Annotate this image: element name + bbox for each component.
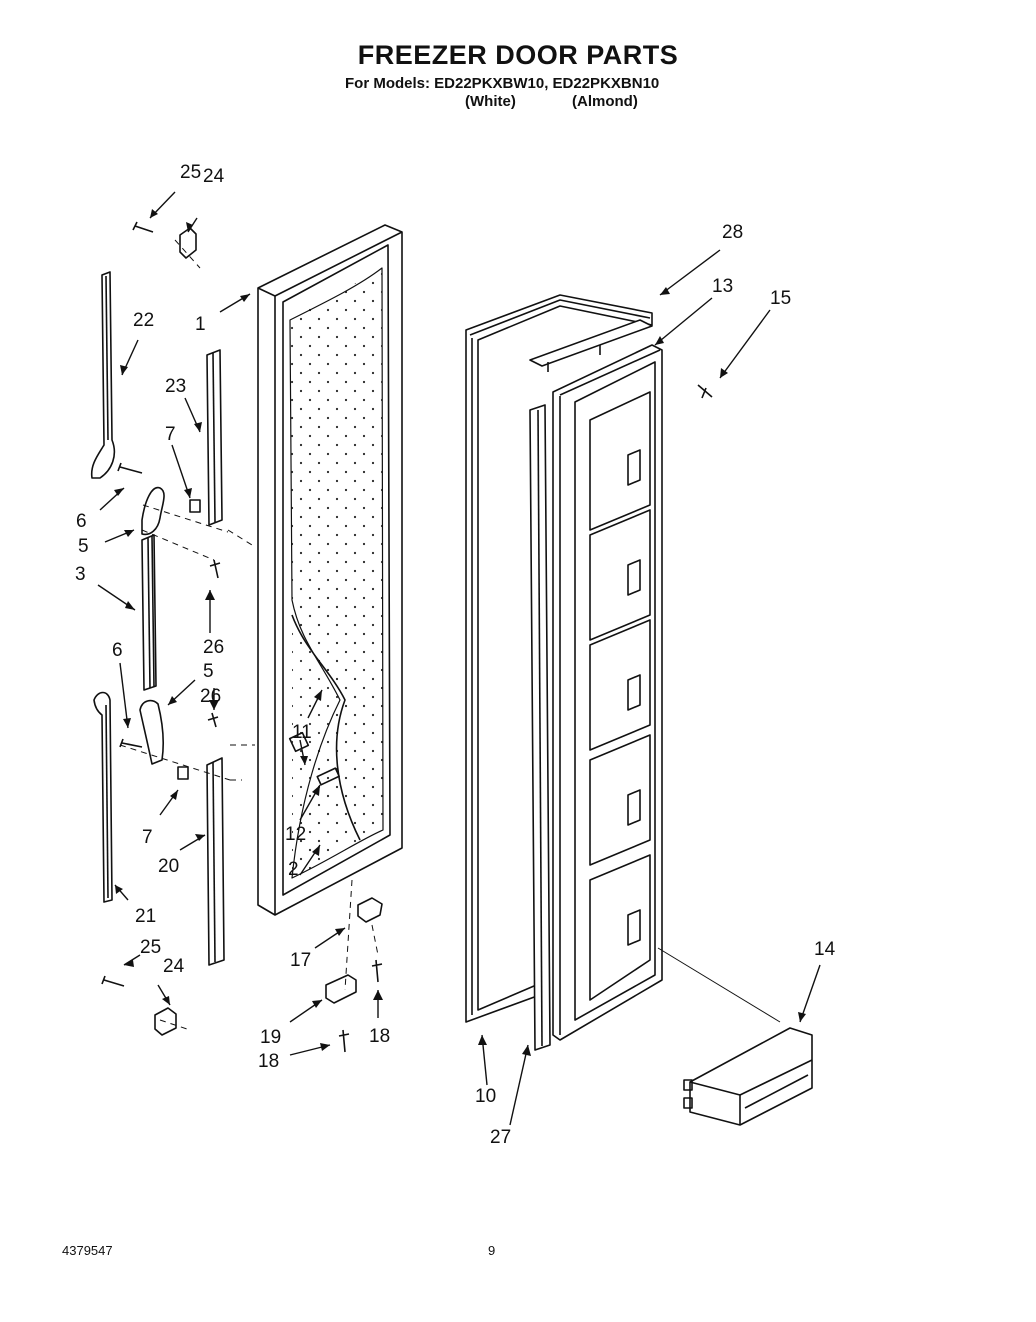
- part-28-bracket: [529, 319, 653, 372]
- callout-19: 19: [260, 1027, 281, 1048]
- arrow-heads: [114, 209, 806, 1056]
- callout-24b: 24: [163, 956, 185, 977]
- callout-26a: 26: [203, 637, 224, 658]
- callout-7a: 7: [165, 424, 176, 445]
- part-14-leader: [657, 947, 781, 1023]
- callout-2: 2: [288, 859, 299, 880]
- part-22-strip: [90, 271, 116, 479]
- callout-15: 15: [770, 288, 791, 309]
- document-number: 4379547: [62, 1243, 113, 1258]
- part-10-gasket: [465, 294, 653, 1023]
- callout-18b: 18: [258, 1051, 279, 1072]
- callout-17: 17: [290, 950, 311, 971]
- callout-12: 12: [285, 824, 306, 845]
- part-19-bracket: [325, 974, 357, 1004]
- callout-6a: 6: [76, 511, 87, 532]
- page-title: FREEZER DOOR PARTS: [357, 40, 679, 70]
- part-7-lower-clip: [177, 766, 189, 780]
- callout-7b: 7: [142, 827, 153, 848]
- part-17-bracket: [357, 897, 383, 923]
- callout-10: 10: [475, 1086, 496, 1107]
- outer-door-panel: [257, 224, 403, 916]
- part-14-bin: [683, 1027, 813, 1126]
- variant-white-label: (White): [465, 93, 516, 110]
- part-13-inner-liner: [552, 344, 663, 1041]
- callout-25a: 25: [180, 162, 201, 183]
- variant-almond-label: (Almond): [572, 93, 638, 110]
- callout-24a: 24: [203, 166, 225, 187]
- callout-25b: 25: [140, 937, 161, 958]
- leader-arrows: [97, 191, 821, 1126]
- page-number: 9: [488, 1243, 496, 1258]
- part-27-strip: [529, 404, 551, 1051]
- callout-26b: 26: [200, 686, 221, 707]
- callout-3: 3: [75, 564, 86, 585]
- callout-27: 27: [490, 1127, 511, 1148]
- callout-21: 21: [135, 906, 156, 927]
- callout-22: 22: [133, 310, 154, 331]
- callout-14: 14: [814, 939, 836, 960]
- callout-1: 1: [195, 314, 206, 335]
- callout-23: 23: [165, 376, 186, 397]
- part-21-strip: [93, 691, 113, 903]
- part-3-channel: [141, 534, 157, 691]
- part-7-upper-clip: [189, 499, 201, 513]
- part-24-upper-block: [179, 227, 197, 259]
- callout-28: 28: [722, 222, 743, 243]
- part-5-lower-hinge: [139, 699, 165, 765]
- callout-labels: 1 2 3 5 5 6 6 7 7 10 11 12 13 14 15 17 1…: [75, 162, 836, 1148]
- callout-18a: 18: [369, 1026, 390, 1047]
- model-list: For Models: ED22PKXBW10, ED22PKXBN10: [345, 75, 660, 92]
- part-15-screw: [697, 384, 713, 399]
- callout-20: 20: [158, 856, 179, 877]
- part-20-channel: [206, 757, 225, 966]
- part-23-channel: [206, 349, 223, 526]
- callout-5a: 5: [78, 536, 89, 557]
- callout-5b: 5: [203, 661, 214, 682]
- callout-11: 11: [292, 722, 312, 743]
- callout-6b: 6: [112, 640, 123, 661]
- part-5-upper-hinge: [141, 486, 165, 536]
- callout-13: 13: [712, 276, 733, 297]
